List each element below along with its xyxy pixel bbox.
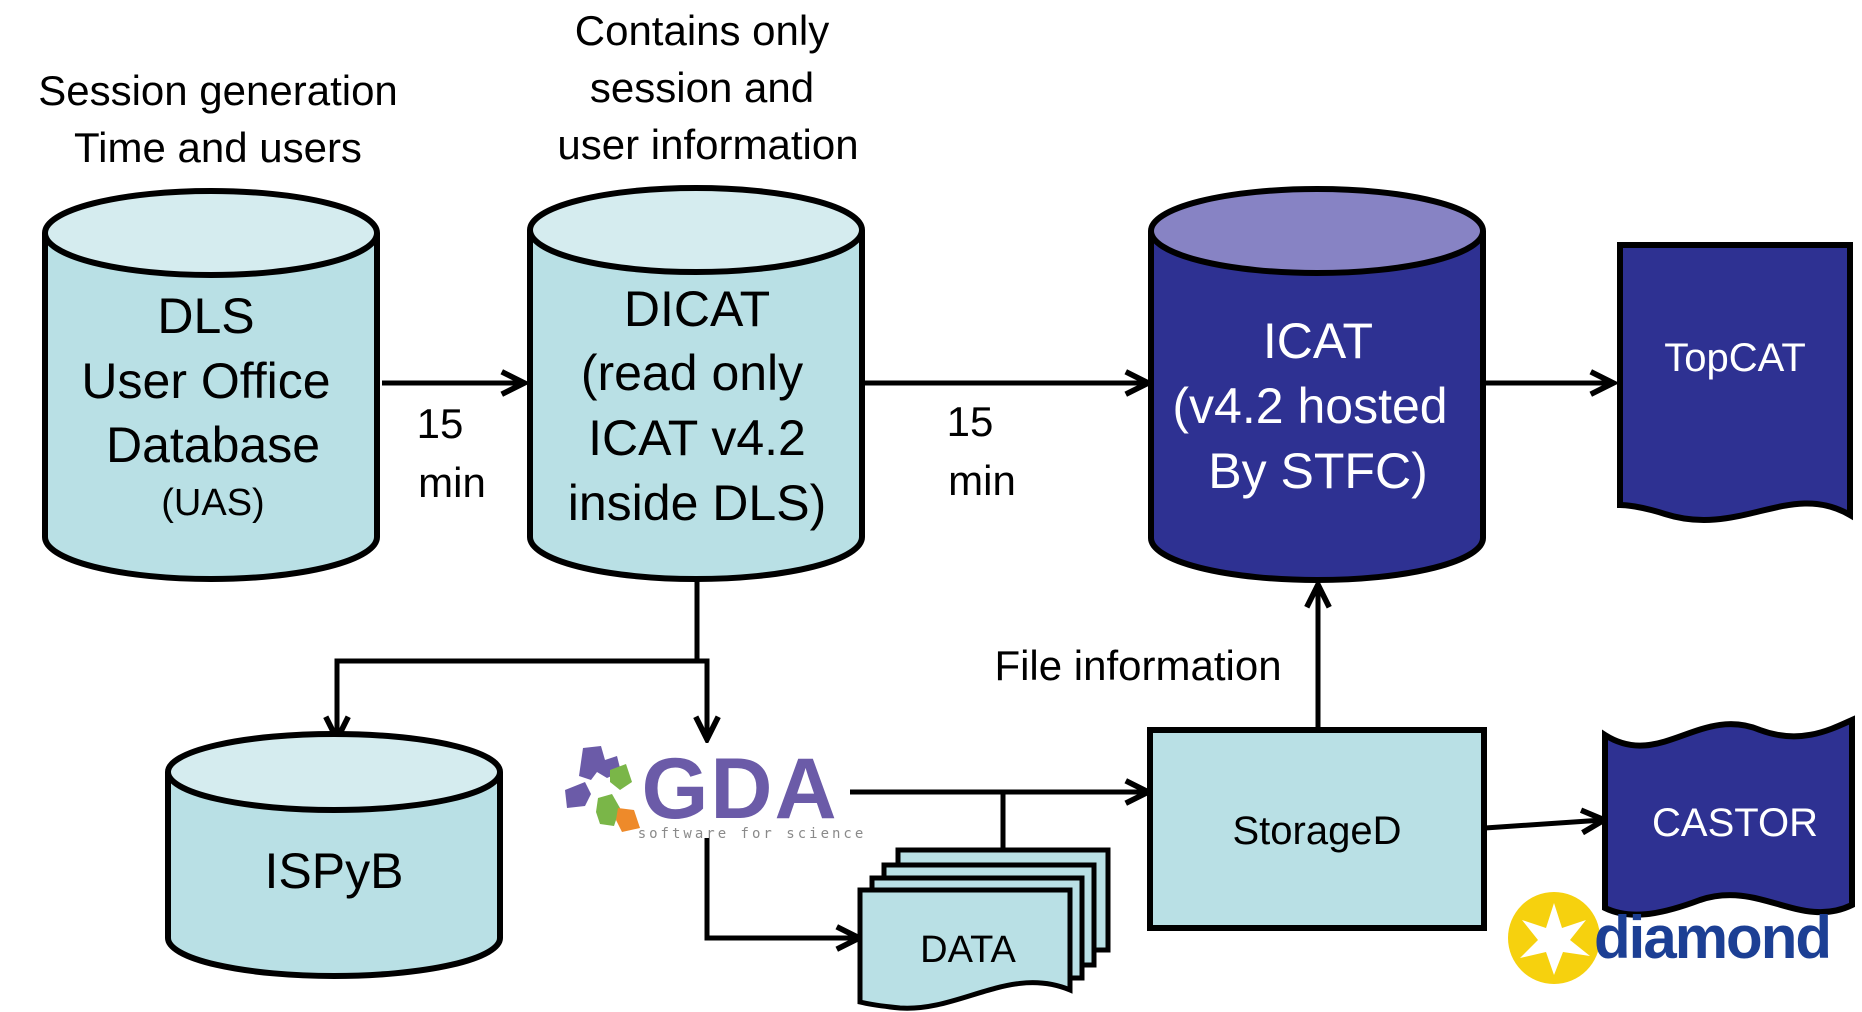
svg-text:By STFC): By STFC)	[1208, 443, 1427, 499]
icat-database-node: ICAT (v4.2 hosted By STFC)	[1148, 186, 1486, 583]
svg-text:Session generation: Session generation	[38, 67, 398, 114]
svg-text:StorageD: StorageD	[1233, 809, 1402, 853]
svg-text:software for science: software for science	[638, 826, 867, 842]
storaged-to-castor-arrow	[1484, 820, 1603, 828]
svg-text:(read only: (read only	[581, 345, 803, 401]
svg-text:TopCAT: TopCAT	[1664, 336, 1806, 380]
session-generation-annotation: Session generation Time and users	[38, 67, 398, 171]
svg-text:CASTOR: CASTOR	[1652, 801, 1818, 845]
svg-text:user information: user information	[557, 121, 858, 168]
svg-text:inside DLS): inside DLS)	[568, 475, 826, 531]
svg-text:ICAT: ICAT	[1263, 313, 1373, 369]
topcat-document-node: TopCAT	[1617, 242, 1853, 523]
svg-text:Time and users: Time and users	[74, 124, 362, 171]
dicat-icat-interval-label: 15 min	[947, 398, 1016, 504]
svg-text:ISPyB: ISPyB	[265, 843, 404, 899]
svg-text:DATA: DATA	[920, 929, 1016, 971]
ispyb-database-node: ISPyB	[165, 731, 503, 979]
svg-text:session and: session and	[590, 64, 814, 111]
gda-logo: GDA software for science	[565, 741, 867, 842]
diamond-star-icon	[1508, 892, 1600, 984]
svg-text:DICAT: DICAT	[624, 281, 770, 337]
svg-text:DLS: DLS	[157, 288, 254, 344]
dicat-split-connector	[337, 580, 707, 738]
diamond-logo: diamond	[1508, 892, 1832, 984]
svg-text:15: 15	[417, 400, 464, 447]
file-information-label: File information	[994, 642, 1281, 689]
svg-text:(UAS): (UAS)	[161, 482, 264, 524]
gda-to-data-arrow	[704, 838, 858, 938]
svg-text:ICAT v4.2: ICAT v4.2	[588, 410, 806, 466]
svg-text:GDA: GDA	[641, 741, 838, 837]
uas-dicat-interval-label: 15 min	[417, 400, 486, 506]
castor-tape-node: CASTOR	[1602, 715, 1855, 918]
uas-database-node: DLS User Office Database (UAS)	[42, 188, 380, 582]
svg-text:User Office: User Office	[81, 353, 330, 409]
svg-text:Contains only: Contains only	[575, 7, 829, 54]
gda-puzzle-icon	[565, 746, 640, 832]
contains-only-annotation: Contains only session and user informati…	[557, 7, 858, 168]
svg-text:min: min	[418, 459, 486, 506]
svg-text:diamond: diamond	[1594, 904, 1830, 971]
svg-text:(v4.2 hosted: (v4.2 hosted	[1172, 378, 1447, 434]
svg-text:min: min	[948, 457, 1016, 504]
svg-text:Database: Database	[106, 417, 320, 473]
dicat-database-node: DICAT (read only ICAT v4.2 inside DLS)	[527, 185, 865, 582]
data-document-stack: DATA	[857, 847, 1111, 1011]
storaged-node: StorageD	[1147, 727, 1487, 931]
svg-text:15: 15	[947, 398, 994, 445]
